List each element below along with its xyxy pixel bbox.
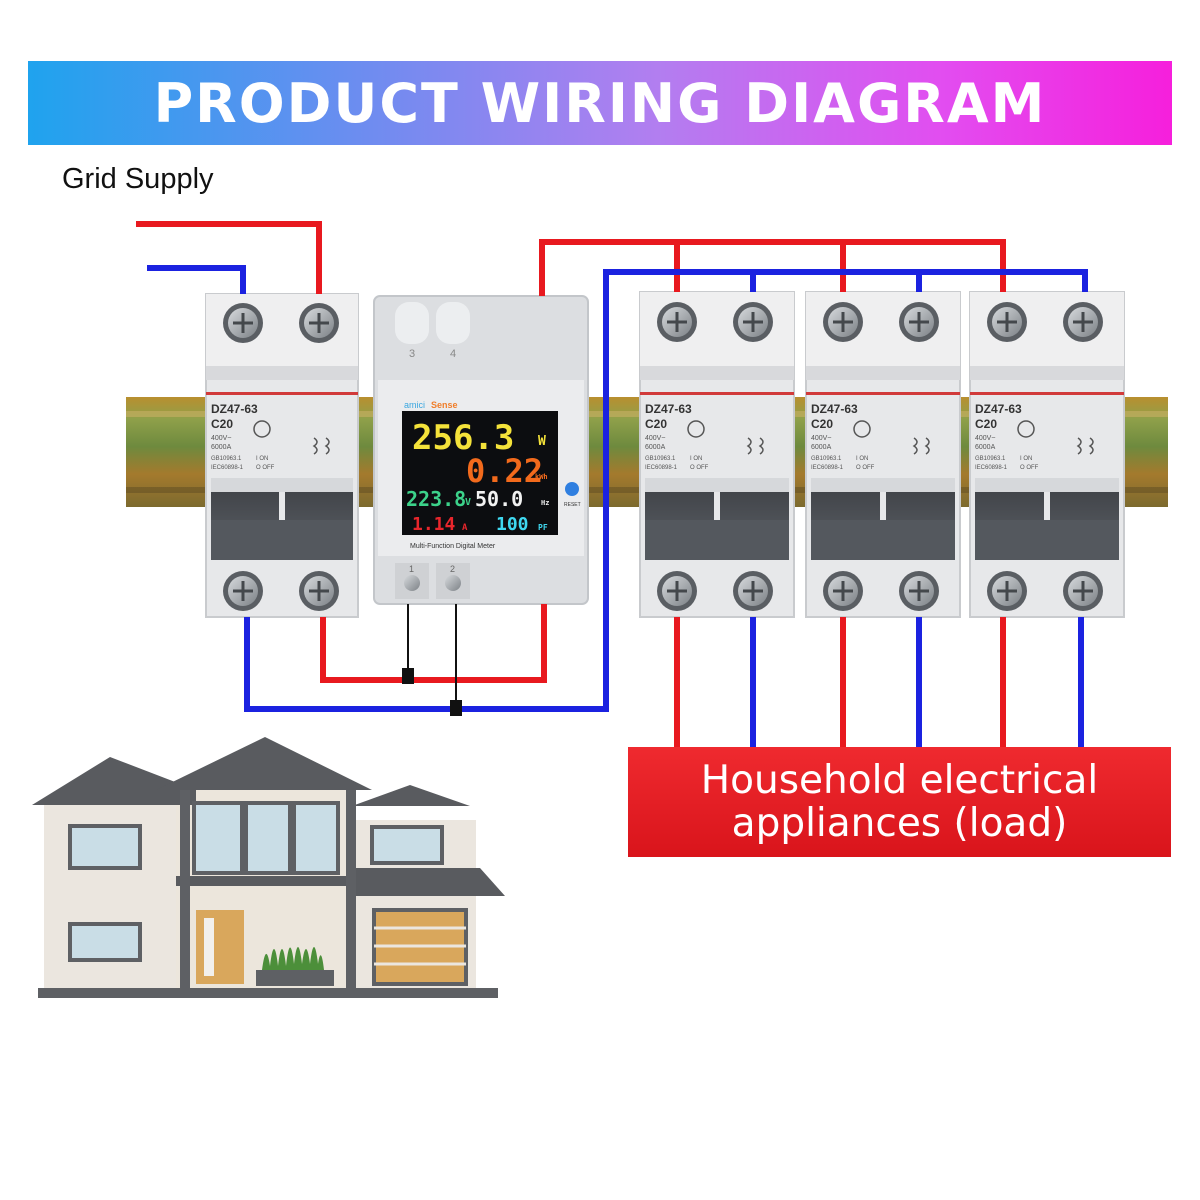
screw-icon (404, 575, 420, 591)
load-breaker-model: DZ47-63 (811, 402, 858, 416)
meter-voltage-unit: V (465, 497, 471, 508)
load-breaker-standard-2: IEC60898-1 (811, 465, 844, 471)
neutral-bus-wire (603, 269, 1088, 604)
load-breaker-rating: C20 (811, 417, 833, 431)
load-breaker-capacity: 6000A (975, 444, 996, 451)
grid-supply-label: Grid Supply (62, 163, 214, 195)
load-label-line-2: appliances (load) (731, 801, 1068, 846)
meter-power-unit: W (538, 434, 546, 449)
main-breaker-off-mark: O OFF (256, 465, 275, 471)
breaker-symbol-icon (912, 437, 930, 455)
load-label-box: Household electrical appliances (load) (628, 747, 1171, 857)
meter-terminal-3: 3 (409, 348, 415, 360)
load-breaker-3: DZ47-63 C20 400V~ 6000A GB10963.1 IEC608… (969, 291, 1125, 618)
live-bus-wire (539, 239, 1006, 296)
page-title: PRODUCT WIRING DIAGRAM (153, 71, 1047, 135)
meter-current-value: 1.14 (412, 514, 456, 535)
grid-live-wire (136, 221, 322, 294)
load-breaker-standard-1: GB10963.1 (645, 456, 676, 462)
load-breaker-on-mark: I ON (1020, 456, 1032, 462)
main-neutral-to-meter-wire (244, 604, 609, 712)
meter-reset-label: RESET (564, 502, 581, 508)
load-breaker-off-mark: O OFF (856, 465, 875, 471)
load-breaker-off-mark: O OFF (690, 465, 709, 471)
main-breaker-rating: C20 (211, 417, 233, 431)
house-icon (32, 737, 505, 998)
load-breaker-off-mark: O OFF (1020, 465, 1039, 471)
title-banner: PRODUCT WIRING DIAGRAM (28, 61, 1172, 145)
meter-energy-value: 0.22 (466, 452, 543, 490)
certification-mark-icon (687, 420, 705, 438)
main-breaker-capacity: 6000A (211, 444, 232, 451)
meter-frequency-value: 50.0 (475, 487, 523, 511)
meter-terminal-1: 1 (409, 564, 414, 574)
breaker-symbol-icon (312, 437, 330, 455)
main-breaker: DZ47-63 C20 400V~ 6000A GB10963.1 IEC608… (205, 293, 359, 618)
main-breaker-standard-2: IEC60898-1 (211, 465, 244, 471)
load-breaker-on-mark: I ON (690, 456, 702, 462)
breaker-symbol-icon (746, 437, 764, 455)
breaker-symbol-icon (1076, 437, 1094, 455)
main-live-to-meter-wire (320, 604, 547, 683)
load-breaker-model: DZ47-63 (645, 402, 692, 416)
load-breaker-on-mark: I ON (856, 456, 868, 462)
meter-terminal-2: 2 (450, 564, 455, 574)
load-breaker-rating: C20 (975, 417, 997, 431)
main-breaker-standard-1: GB10963.1 (211, 456, 242, 462)
meter-brand-suffix: Sense (431, 400, 458, 410)
meter-current-unit: A (462, 523, 468, 533)
meter-power-factor-value: 100 (496, 514, 529, 535)
meter-terminal-4: 4 (450, 348, 456, 360)
certification-mark-icon (853, 420, 871, 438)
main-breaker-voltage: 400V~ (211, 435, 231, 442)
main-breaker-model: DZ47-63 (211, 402, 258, 416)
main-breaker-on-mark: I ON (256, 456, 268, 462)
meter-energy-unit: kWh (535, 473, 548, 481)
load-breaker-2: DZ47-63 C20 400V~ 6000A GB10963.1 IEC608… (805, 291, 961, 618)
screw-icon (445, 575, 461, 591)
load-breaker-standard-1: GB10963.1 (811, 456, 842, 462)
meter-power-factor-unit: PF (538, 523, 548, 532)
certification-mark-icon (253, 420, 271, 438)
grid-neutral-wire (147, 265, 246, 294)
meter-brand-prefix: amici (404, 400, 425, 410)
load-breaker-model: DZ47-63 (975, 402, 1022, 416)
certification-mark-icon (1017, 420, 1035, 438)
load-breaker-1: DZ47-63 C20 400V~ 6000A GB10963.1 IEC608… (639, 291, 795, 618)
load-breaker-voltage: 400V~ (975, 435, 995, 442)
meter-voltage-value: 223.8 (406, 487, 466, 511)
load-breaker-voltage: 400V~ (811, 435, 831, 442)
meter-display (402, 411, 558, 535)
load-breaker-capacity: 6000A (811, 444, 832, 451)
load-breaker-standard-1: GB10963.1 (975, 456, 1006, 462)
meter-frequency-unit: Hz (541, 499, 549, 507)
meter-model-label: Multi-Function Digital Meter (410, 543, 496, 550)
load-breaker-rating: C20 (645, 417, 667, 431)
load-breaker-standard-2: IEC60898-1 (975, 465, 1008, 471)
load-breaker-standard-2: IEC60898-1 (645, 465, 678, 471)
load-label-line-1: Household electrical (700, 758, 1099, 803)
meter-power-value: 256.3 (412, 418, 514, 458)
reset-button-icon[interactable] (565, 482, 579, 496)
meter-sensing-leads (402, 604, 462, 716)
digital-meter: 3 4 amici Sense 256.3 W 0.22 kWh 223.8 V… (373, 295, 589, 605)
load-breaker-voltage: 400V~ (645, 435, 665, 442)
load-breaker-capacity: 6000A (645, 444, 666, 451)
